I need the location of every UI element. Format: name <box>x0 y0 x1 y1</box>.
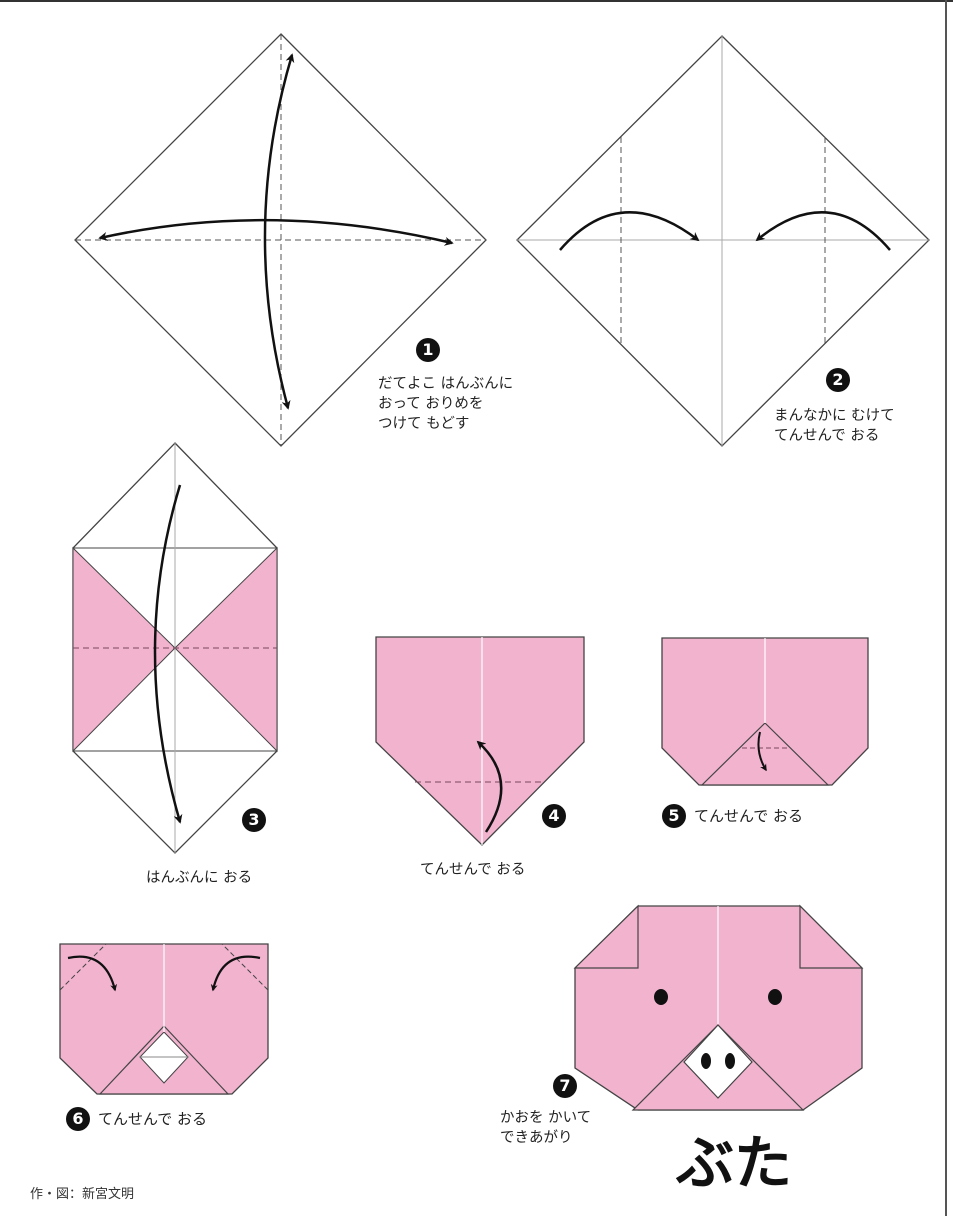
step-6-number: 6 <box>66 1107 90 1131</box>
step-7-number: 7 <box>553 1074 577 1098</box>
step-7-figure <box>575 906 862 1110</box>
pig-right-eye <box>768 989 782 1005</box>
pig-left-nostril <box>701 1053 711 1069</box>
step-6-caption: てんせんで おる <box>98 1107 207 1131</box>
step-5-number: 5 <box>662 804 686 828</box>
step-6-figure <box>60 944 268 1094</box>
step-1-number: 1 <box>416 338 440 362</box>
author-credit: 作・図：新宮文明 <box>30 1186 134 1204</box>
step-5-figure <box>662 638 868 785</box>
step-7-caption: かおを かいて できあがり <box>500 1108 591 1148</box>
page-title: ぶた <box>676 1128 792 1198</box>
pig-left-eye <box>654 989 668 1005</box>
step-4-caption: てんせんで おる <box>420 860 525 880</box>
step-2-figure <box>517 36 929 446</box>
step-5-caption: てんせんで おる <box>694 804 803 828</box>
pig-right-nostril <box>725 1053 735 1069</box>
step-1-caption: だてよこ はんぶんに おって おりめを つけて もどす <box>378 374 513 434</box>
pig-right-ear <box>800 906 862 968</box>
pig-left-ear <box>575 906 638 968</box>
step-3-figure <box>73 443 277 853</box>
step-3-caption: はんぶんに おる <box>146 868 252 888</box>
step-2-square <box>517 36 929 446</box>
step-2-caption: まんなかに むけて てんせんで おる <box>774 406 895 446</box>
step-4-number: 4 <box>542 804 566 828</box>
step-2-number: 2 <box>826 368 850 392</box>
step-3-number: 3 <box>242 808 266 832</box>
